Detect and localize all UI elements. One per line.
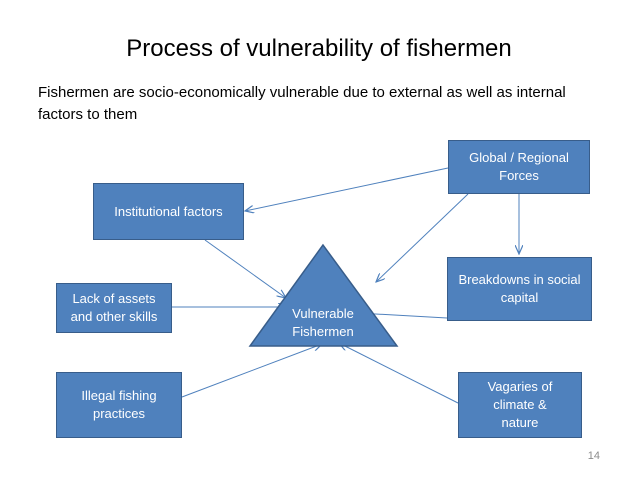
vulnerable-fishermen-label: Vulnerable Fishermen	[292, 306, 354, 339]
arrow-global-to-institutional	[245, 167, 449, 211]
page-number: 14	[587, 450, 600, 462]
node-vagaries-climate: Vagaries of climate & nature	[458, 372, 582, 438]
vulnerable-fishermen-triangle	[248, 243, 399, 347]
node-lack-of-assets: Lack of assets and other skills	[56, 283, 172, 333]
node-global-regional-forces: Global / Regional Forces	[448, 140, 590, 194]
node-illegal-fishing: Illegal fishing practices	[56, 372, 182, 438]
slide-subtitle: Fishermen are socio-economically vulnera…	[38, 84, 566, 123]
arrow-institutional-to-vulnerable	[204, 239, 286, 298]
arrow-illegal-to-vulnerable	[181, 344, 322, 398]
arrow-vagaries-to-vulnerable	[339, 343, 459, 404]
node-breakdowns-social-capital: Breakdowns in social capital	[447, 257, 592, 321]
node-institutional-factors: Institutional factors	[93, 183, 244, 240]
slide-title: Process of vulnerability of fishermen	[126, 35, 512, 62]
arrow-global-to-vulnerable	[376, 193, 469, 282]
